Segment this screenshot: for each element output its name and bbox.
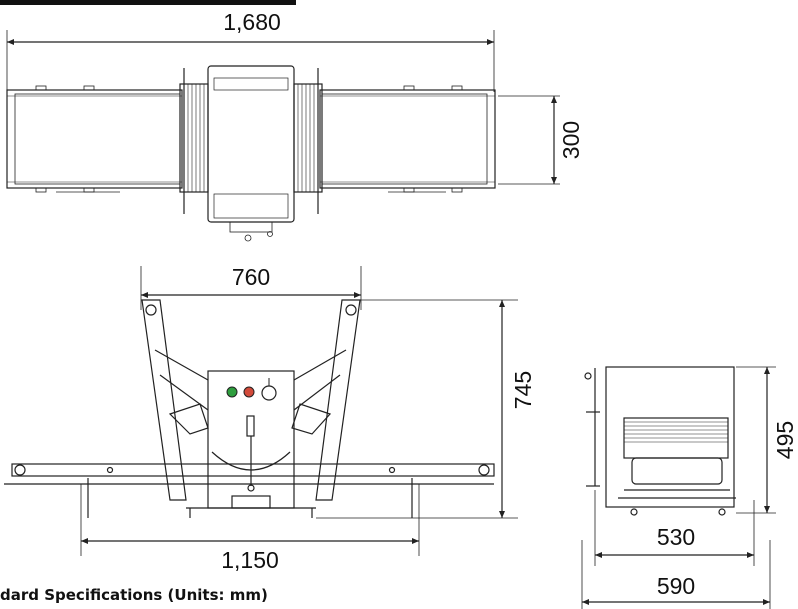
dim-label-top-width: 300	[558, 121, 584, 159]
dim-label-top-length: 1,680	[223, 9, 281, 35]
dim-label-side-inner: 530	[657, 524, 695, 550]
dial-knob	[261, 385, 277, 401]
front-conveyor-rail	[11, 463, 495, 477]
dim-label-front-height: 745	[510, 371, 536, 409]
lever-handle	[246, 415, 255, 437]
dim-label-front-base: 1,150	[221, 547, 279, 573]
right-arm	[315, 299, 361, 501]
left-arm	[141, 299, 187, 501]
dim-label-side-height: 495	[772, 421, 798, 459]
center-housing	[207, 65, 295, 223]
right-conveyor-belt	[319, 89, 496, 189]
header-bar	[0, 0, 296, 5]
side-frame	[605, 366, 735, 508]
top-view	[6, 30, 560, 242]
specifications-caption: dard Specifications (Units: mm)	[0, 586, 268, 604]
side-view	[581, 366, 776, 609]
dim-label-side-outer: 590	[657, 573, 695, 599]
left-conveyor-belt	[6, 89, 183, 189]
front-view	[4, 266, 518, 556]
green-indicator-light	[226, 386, 238, 398]
dim-label-front-span: 760	[232, 264, 270, 290]
red-indicator-light	[243, 386, 255, 398]
